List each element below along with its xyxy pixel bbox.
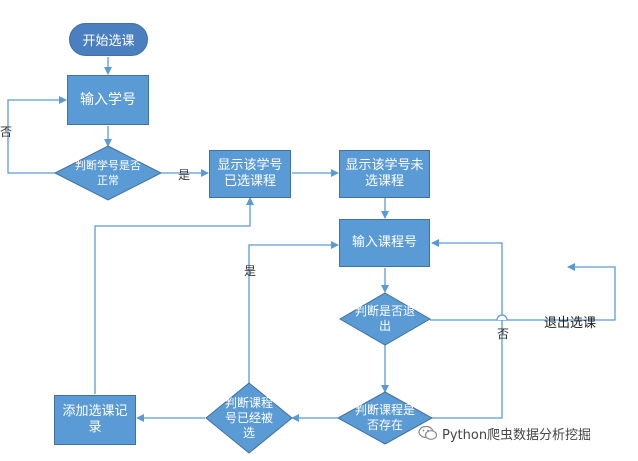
decision-exit-label: 判断是否退 出 <box>345 303 425 335</box>
input-student-box: 输入学号 <box>67 75 149 125</box>
edge-label-yes-student: 是 <box>178 168 191 182</box>
edge-label-yes-taken: 是 <box>244 264 257 278</box>
decision-taken-label: 判断课程 号已经被 选 <box>214 394 284 442</box>
edge-exit-yes <box>430 263 616 321</box>
add-record-line1: 添加选课记 <box>62 404 128 419</box>
edge-label-no-student: 否 <box>0 125 13 139</box>
decision-student-label: 判断学号是否 正常 <box>64 157 152 189</box>
add-record-line2: 录 <box>88 420 102 435</box>
decision-student-line1: 判断学号是否 <box>75 159 141 172</box>
decision-taken-line1: 判断课程 <box>224 395 273 410</box>
decision-student-line2: 正常 <box>97 174 119 187</box>
start-label: 开始选课 <box>82 34 135 49</box>
edge-exists-no <box>431 239 503 419</box>
decision-exists-line2: 否存在 <box>366 418 403 432</box>
start-node: 开始选课 <box>69 23 148 56</box>
decision-course-taken <box>205 382 293 454</box>
decision-student-valid <box>53 145 163 201</box>
exit-course-label: 退出选课 <box>544 316 597 331</box>
decision-exists-label: 判断课程是 否存在 <box>343 402 427 434</box>
add-record-box: 添加选课记 录 <box>54 395 136 445</box>
decision-taken-line2: 号已经被 <box>224 410 273 425</box>
decision-taken-line3: 选 <box>242 425 255 440</box>
decision-exists-line1: 判断课程是 <box>354 403 415 417</box>
decision-exit-line2: 出 <box>378 319 391 333</box>
wechat-icon <box>418 425 438 440</box>
show-selected-box: 显示该学号 已选课程 <box>209 150 291 198</box>
show-unselected-line2: 选课程 <box>364 174 404 189</box>
decision-exit-line1: 判断是否退 <box>354 304 415 318</box>
show-unselected-line1: 显示该学号未 <box>345 158 424 173</box>
input-course-box: 输入课程号 <box>339 219 430 267</box>
input-course-label: 输入课程号 <box>351 235 417 250</box>
edge-label-no-exit: 否 <box>497 327 510 341</box>
watermark-text: Python爬虫数据分析挖掘 <box>442 427 592 443</box>
show-unselected-box: 显示该学号未 选课程 <box>339 150 430 198</box>
edge-check-no <box>7 96 67 174</box>
watermark: Python爬虫数据分析挖掘 <box>418 422 628 444</box>
show-selected-line1: 显示该学号 <box>217 158 283 173</box>
decision-course-exists <box>336 391 434 445</box>
edge-taken-yes <box>248 241 339 383</box>
edge-add-to-selected <box>94 197 254 394</box>
line-hop <box>496 314 508 321</box>
input-student-label: 输入学号 <box>80 92 136 108</box>
show-selected-line2: 已选课程 <box>223 174 276 189</box>
decision-exit <box>339 292 431 346</box>
